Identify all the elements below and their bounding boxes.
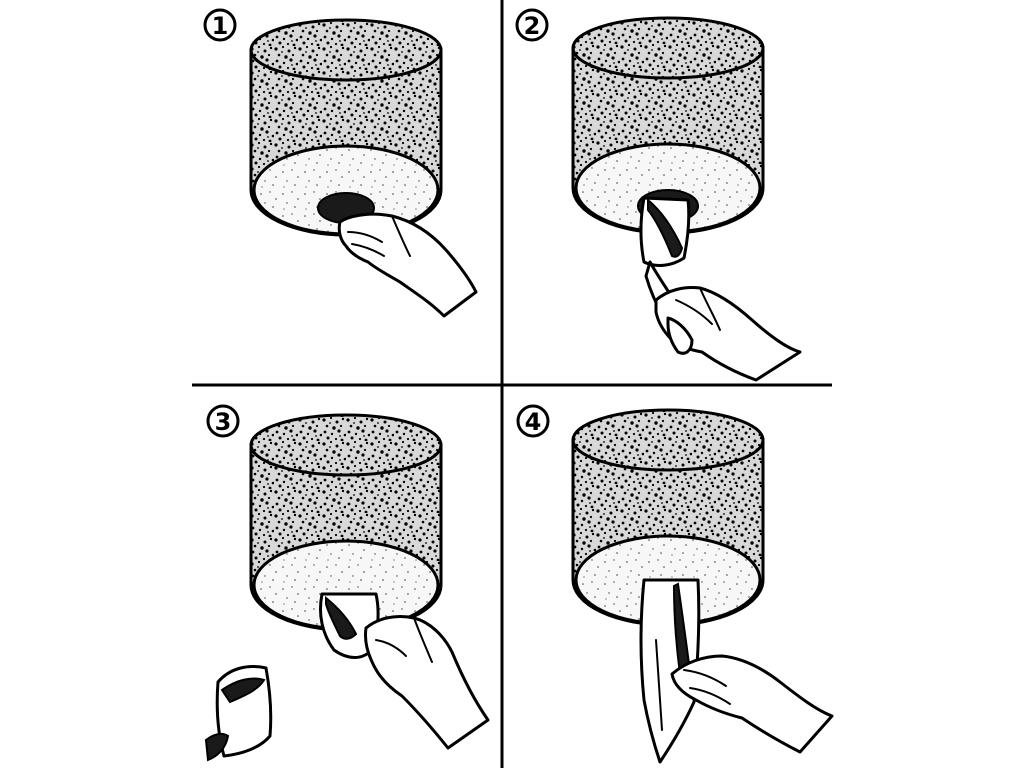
paper-roll <box>249 18 443 237</box>
hand <box>670 654 834 754</box>
step-4-panel: 4 <box>516 404 834 764</box>
step-2-panel: 2 <box>515 8 802 382</box>
step-4-number: 4 <box>516 404 550 438</box>
step-1-number: 1 <box>203 8 237 42</box>
step-4-number-text: 4 <box>525 408 542 436</box>
hand <box>364 614 490 750</box>
folded-paper-sheet <box>319 592 380 659</box>
hand <box>654 286 802 382</box>
hand <box>337 212 478 318</box>
step-3-panel: 3 <box>204 404 490 762</box>
step-2-number-text: 2 <box>524 12 541 40</box>
step-1-number-text: 1 <box>212 12 229 40</box>
step-3-number: 3 <box>206 404 240 438</box>
step-1-panel: 1 <box>203 8 478 318</box>
step-3-number-text: 3 <box>215 408 232 436</box>
torn-paper-scrap <box>204 665 273 762</box>
step-2-number: 2 <box>515 8 549 42</box>
dispensed-paper-sheet <box>639 578 701 764</box>
